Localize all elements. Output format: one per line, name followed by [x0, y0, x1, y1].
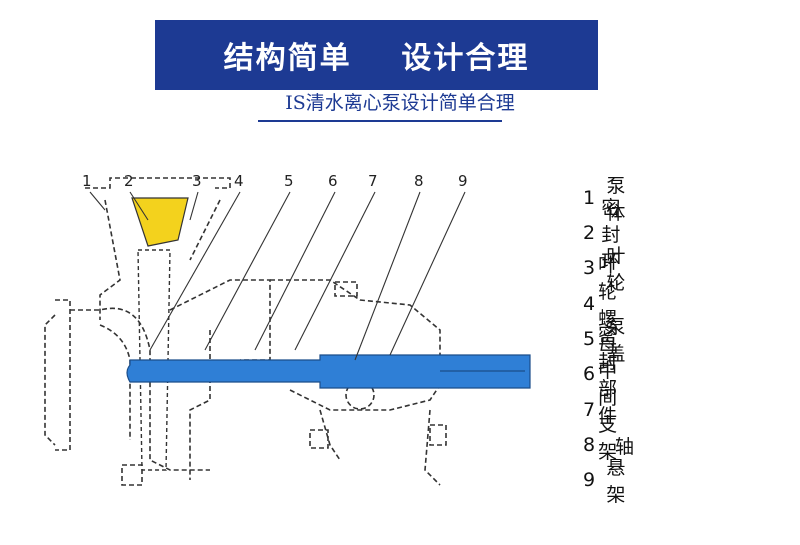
legend-label: 悬架: [606, 457, 626, 506]
callout-5: 5: [284, 172, 294, 190]
legend-number: 7: [583, 399, 596, 421]
legend-label: 叶轮: [606, 245, 626, 294]
subtitle-underline: [258, 120, 502, 122]
legend-label: 密封环: [601, 196, 621, 273]
pump-cross-section-diagram: 1 2 3 4 5 6 7 8 9: [44, 172, 531, 486]
callout-8: 8: [414, 172, 424, 190]
callout-7: 7: [368, 172, 378, 190]
legend-number: 5: [583, 328, 596, 350]
callout-1: 1: [82, 172, 92, 190]
legend-label: 泵盖: [606, 316, 626, 365]
shaft: [126, 354, 531, 389]
legend-label: 泵体: [606, 175, 626, 224]
callout-6: 6: [328, 172, 338, 190]
legend-label: 密封部件: [598, 324, 618, 427]
impeller: [137, 249, 171, 471]
legend-label: 叶轮螺母: [598, 254, 618, 357]
legend-label: 轴: [615, 435, 635, 458]
legend-number: 9: [583, 469, 596, 491]
legend-number: 6: [583, 363, 596, 385]
legend-item: 3 叶轮: [583, 245, 634, 294]
subtitle: IS清水离心泵设计简单合理: [285, 92, 515, 114]
legend-number: 8: [583, 434, 596, 456]
callout-4: 4: [234, 172, 244, 190]
legend-label: 中间支架: [598, 360, 618, 463]
legend-item: 5 泵盖: [583, 316, 634, 365]
callout-9: 9: [458, 172, 468, 190]
banner-title: 结构简单 设计合理: [155, 20, 598, 90]
legend-number: 2: [583, 222, 596, 244]
callout-2: 2: [124, 172, 134, 190]
legend-item: 9 悬架: [583, 457, 634, 506]
inlet-highlight: [131, 197, 189, 247]
legend-number: 1: [583, 187, 596, 209]
callout-3: 3: [192, 172, 202, 190]
legend-number: 3: [583, 257, 596, 279]
legend-item: 1 泵体: [583, 175, 634, 224]
legend-number: 4: [583, 293, 596, 315]
